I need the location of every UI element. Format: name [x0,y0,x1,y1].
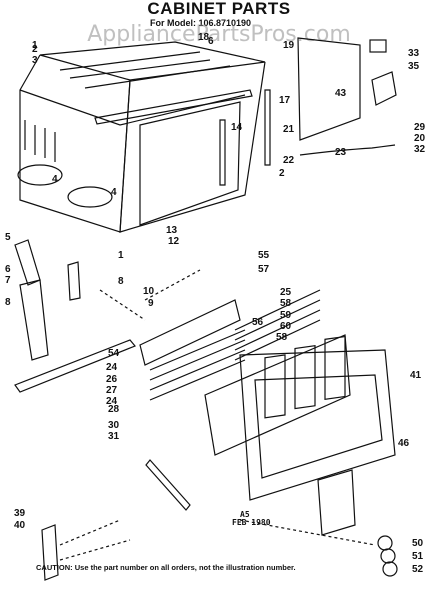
vertical-rail-14 [219,119,226,186]
callout-58b: 58 [276,332,288,343]
callout-24: 24 [106,362,118,373]
callout-19: 19 [283,40,295,51]
callout-24b: 24 [106,396,118,407]
callout-54: 54 [108,348,120,359]
callout-18: 18 [198,32,210,43]
bracket-5 [14,239,41,286]
filter-panel-43 [297,37,361,141]
callout-35: 35 [408,61,420,72]
knob-52 [382,561,398,577]
callout-6: 6 [208,36,214,47]
callout-9: 9 [148,298,154,309]
filter-28 [204,334,351,456]
callout-52: 52 [412,564,424,575]
callout-26: 26 [106,374,118,385]
callout-31: 31 [108,431,120,442]
callout-4b: 4 [111,187,117,198]
vertical-rail-21 [264,89,271,166]
callout-30: 30 [108,420,120,431]
callout-3: 3 [32,55,38,66]
caution-note: CAUTION: Use the part number on all orde… [36,563,296,572]
callout-40: 40 [14,520,26,531]
callout-43: 43 [335,88,347,99]
callout-1b: 1 [118,250,124,261]
date-prefix: A5 [240,510,250,519]
diagram-title: CABINET PARTS [147,0,291,18]
callout-28: 28 [108,404,120,415]
callout-50: 50 [412,538,424,549]
callout-27: 27 [106,385,118,396]
bracket-39 [41,524,59,581]
callout-23: 23 [335,147,347,158]
callout-20: 20 [414,133,426,144]
callout-8: 8 [5,297,11,308]
model-number: For Model: 106.8710190 [150,18,252,28]
callout-39: 39 [14,508,26,519]
callout-25: 25 [280,287,292,298]
callout-51: 51 [412,551,424,562]
callout-57: 57 [258,264,270,275]
louver-assembly [139,289,321,401]
bracket-11 [67,261,81,301]
date-code: FEB 1980 [232,518,271,527]
callout-55: 55 [258,250,270,261]
callout-5: 5 [5,232,11,243]
callout-6b: 6 [5,264,11,275]
callout-labels: 1 2 3 18 6 19 33 35 43 17 14 21 22 29 20… [5,32,426,575]
callout-14: 14 [231,122,243,133]
callout-59: 59 [280,310,292,321]
callout-29: 29 [414,122,426,133]
knob-50 [377,535,393,551]
callout-2b: 2 [279,168,285,179]
callout-7: 7 [5,275,11,286]
part-33 [369,39,387,53]
callout-17: 17 [279,95,291,106]
callout-13: 13 [166,225,178,236]
callout-33: 33 [408,48,420,59]
callout-12: 12 [168,236,180,247]
callout-41: 41 [410,370,422,381]
callout-58: 58 [280,298,292,309]
callout-60: 60 [280,321,292,332]
cabinet-housing [17,41,266,233]
callout-46: 46 [398,438,410,449]
watermark: AppliancePartsPros.com [87,22,351,47]
callout-10: 10 [143,286,155,297]
cord-23 [299,144,396,156]
callout-21: 21 [283,124,295,135]
bracket-6 [19,279,49,361]
front-grille [239,335,396,501]
rail-strip [94,89,253,125]
door-46 [317,469,356,536]
callout-22: 22 [283,155,295,166]
strip-31 [145,459,191,511]
callout-32: 32 [414,144,426,155]
rail-10 [14,339,136,393]
part-35 [371,71,397,106]
knob-51 [380,548,396,564]
callout-56: 56 [252,317,264,328]
callout-4a: 4 [52,174,58,185]
callout-2: 2 [32,44,38,55]
callout-8b: 8 [118,276,124,287]
callout-1: 1 [32,40,38,51]
